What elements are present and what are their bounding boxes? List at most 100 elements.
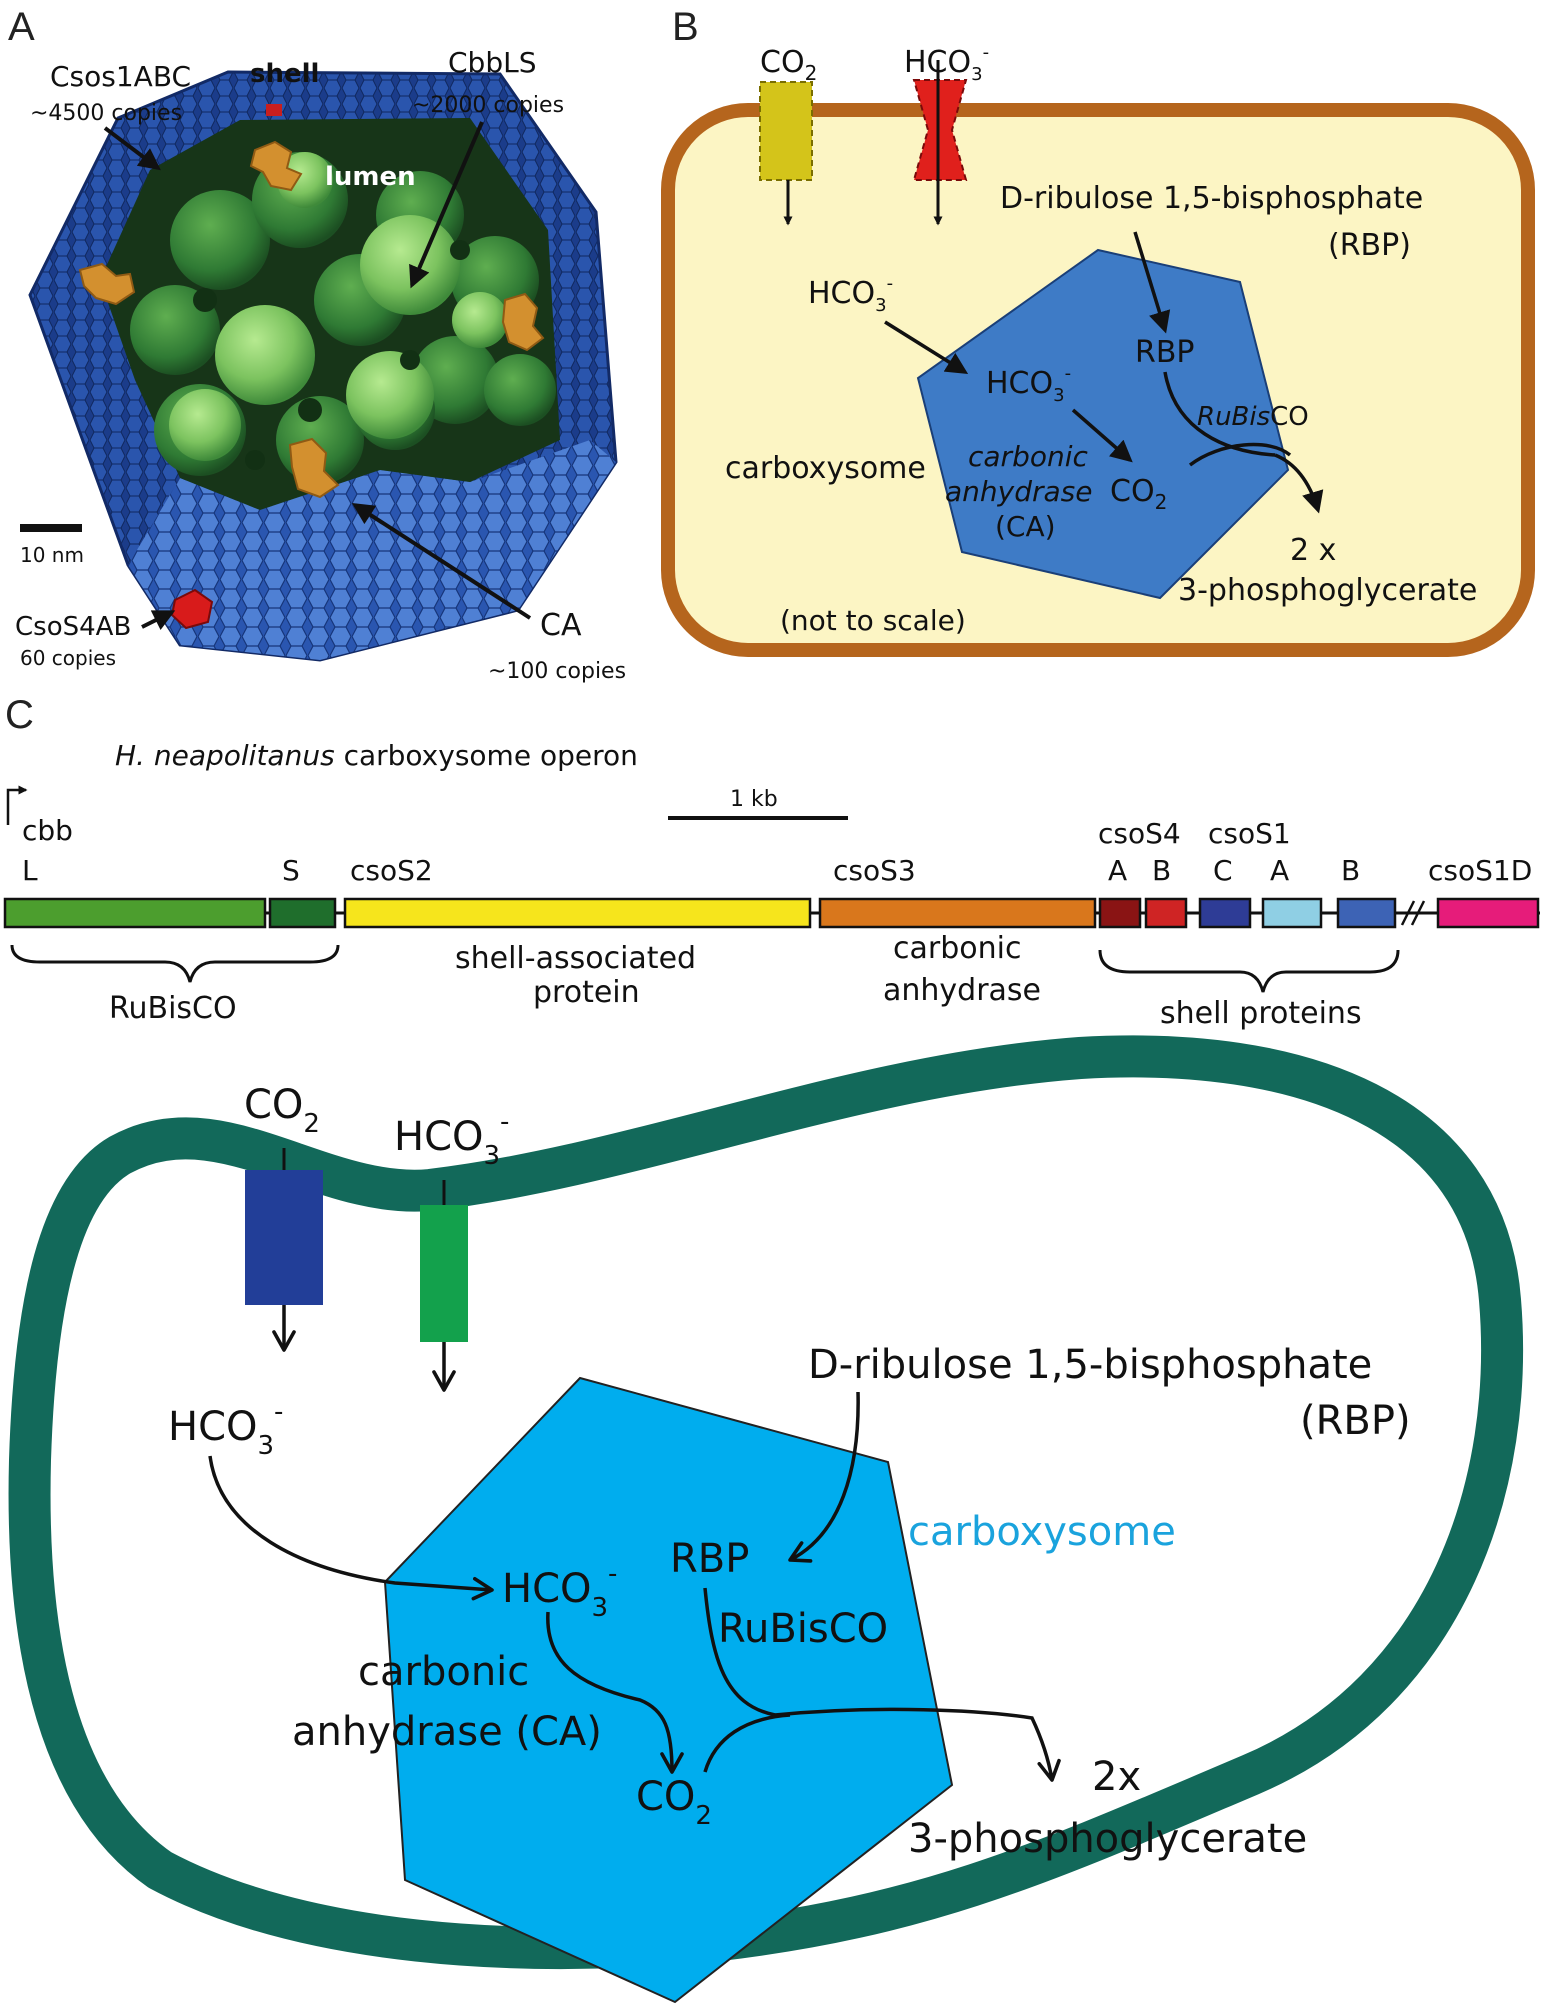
ca-copies: ~100 copies xyxy=(488,659,626,684)
rbp-full-label-d: D-ribulose 1,5-bisphosphate xyxy=(808,1342,1372,1388)
panel-b: B CO2 HCO3- D-ribulose 1,5-bisphosphate … xyxy=(661,5,1535,657)
shell-label: shell xyxy=(250,59,319,89)
rbp-abbr-label-d: (RBP) xyxy=(1300,1398,1411,1444)
co2-carboxysome-label-b: CO2 xyxy=(1110,474,1167,514)
operon-genes xyxy=(3,897,1540,929)
csos1abc-copies: ~4500 copies xyxy=(30,101,182,126)
ca-line2-d: anhydrase (CA) xyxy=(292,1709,602,1755)
panel-a-letter: A xyxy=(8,5,35,49)
hco3-carboxysome-label-b: HCO3- xyxy=(986,363,1071,406)
csos1abc-arrow xyxy=(103,126,161,171)
product-arrow-d xyxy=(774,1707,1061,1782)
csos4ab-label: CsoS4AB xyxy=(15,612,131,642)
vertex-protein-top xyxy=(266,104,282,116)
ca-abbr-b: (CA) xyxy=(995,510,1056,543)
ca-label: CA xyxy=(540,608,582,643)
gene-box-6 xyxy=(1144,897,1188,929)
gene-box-4 xyxy=(818,897,1097,929)
co2-transporter-d xyxy=(245,1170,323,1305)
gene-box-5 xyxy=(1098,897,1142,929)
bracket-rubisco-label: RuBisCO xyxy=(109,991,237,1026)
hco3-label-b: HCO3- xyxy=(904,42,989,85)
gene-box-8 xyxy=(1261,897,1323,929)
cbbls-label: CbbLS xyxy=(448,46,536,79)
gene-box-10 xyxy=(1436,897,1540,929)
hco3-uptake-arrow-b xyxy=(884,320,969,374)
gene-label-2: S xyxy=(282,854,300,887)
operon-title: H. neapolitanus carboxysome operon xyxy=(115,739,638,772)
gene-label-9: B xyxy=(1341,854,1360,887)
bracket-ca-line1: carbonic xyxy=(893,931,1021,966)
product-count-d: 2x xyxy=(1092,1754,1141,1800)
gene-box-7 xyxy=(1198,897,1252,929)
cbbls-arrow xyxy=(409,121,484,289)
carboxysome-label-d: carboxysome xyxy=(908,1509,1176,1555)
co2-label-b: CO2 xyxy=(760,45,817,85)
gene-box-3 xyxy=(343,897,812,929)
bracket-shell xyxy=(1098,949,1400,993)
rubisco-reaction-co2-b xyxy=(1188,442,1292,467)
rubisco-label-b: RuBisCO xyxy=(1197,402,1309,432)
rubisco-reaction-rbp-d xyxy=(703,1587,776,1717)
gene-label-6: B xyxy=(1152,854,1171,887)
gene-box-9 xyxy=(1336,897,1397,929)
scale-bar-c-label: 1 kb xyxy=(730,787,778,812)
co2-carboxysome-label-d: CO2 xyxy=(636,1774,712,1831)
rbp-entry-arrow-b xyxy=(1133,231,1171,334)
gene-label-1: L xyxy=(22,854,38,887)
ca-conversion-arrow-b xyxy=(1071,408,1133,463)
panel-b-letter: B xyxy=(672,5,699,49)
group-label-csos4: csoS4 xyxy=(1098,817,1181,850)
product-label-b: 3-phosphoglycerate xyxy=(1178,573,1477,608)
gene-label-5: A xyxy=(1108,854,1127,887)
hco3-uptake-arrow-d xyxy=(208,1455,494,1601)
bracket-ca-line2: anhydrase xyxy=(883,973,1041,1008)
operon-break xyxy=(1400,900,1426,926)
group-label-csos1: csoS1 xyxy=(1208,817,1291,850)
scale-note-b: (not to scale) xyxy=(780,604,966,637)
csos4ab-copies: 60 copies xyxy=(20,646,116,670)
rbp-label-d: RBP xyxy=(670,1536,749,1582)
bracket-shell-label: shell proteins xyxy=(1160,996,1362,1031)
carboxysome-shell-front xyxy=(128,440,616,660)
panel-c: C H. neapolitanus carboxysome operon cbb… xyxy=(3,693,1540,1031)
product-label-d: 3-phosphoglycerate xyxy=(908,1816,1307,1862)
panel-d: CO2 HCO3- D-ribulose 1,5-bisphosphate (R… xyxy=(8,1035,1524,2004)
panel-c-letter: C xyxy=(5,693,34,737)
ca-line1-b: carbonic xyxy=(968,440,1088,473)
bracket-shell-assoc-line2: protein xyxy=(533,975,640,1010)
ca-arrow xyxy=(351,503,532,620)
csos1abc-label: Csos1ABC xyxy=(50,60,191,93)
ca-conversion-arrow-d xyxy=(546,1611,684,1774)
rbp-entry-arrow-d xyxy=(788,1391,860,1563)
hco3-transporter-b xyxy=(912,79,968,181)
panel-a: A xyxy=(8,5,626,684)
hco3-carboxysome-label-d: HCO3- xyxy=(502,1559,617,1623)
rbp-full-label-b: D-ribulose 1,5-bisphosphate xyxy=(1000,181,1423,216)
bracket-shell-assoc-line1: shell-associated xyxy=(455,941,696,976)
hco3-label-d: HCO3- xyxy=(394,1107,509,1171)
ca-line1-d: carbonic xyxy=(358,1649,529,1695)
product-arrow-b xyxy=(1274,453,1324,514)
hco3-cytosol-label-d: HCO3- xyxy=(168,1397,283,1461)
rubisco-cluster xyxy=(130,152,556,484)
carboxysome-b xyxy=(916,248,1290,600)
gene-label-10: csoS1D xyxy=(1428,854,1532,887)
gene-box-1 xyxy=(3,897,267,929)
rubisco-reaction-rbp-b xyxy=(1163,371,1276,457)
gene-label-4: csoS3 xyxy=(833,854,916,887)
promoter-arrow xyxy=(6,785,28,825)
rubisco-label-d: RuBisCO xyxy=(718,1606,888,1652)
ca-line2-b: anhydrase xyxy=(945,475,1092,508)
gene-label-3: csoS2 xyxy=(350,854,433,887)
co2-label-d: CO2 xyxy=(244,1082,320,1139)
lumen-label: lumen xyxy=(325,162,416,192)
carboxysome-label-b: carboxysome xyxy=(725,451,926,486)
gene-box-2 xyxy=(268,897,337,929)
rbp-abbr-label-b: (RBP) xyxy=(1328,228,1411,263)
csos4ab-arrow xyxy=(141,610,176,631)
cbbls-copies: ~2000 copies xyxy=(412,93,564,118)
hco3-transporter-d xyxy=(420,1205,468,1342)
